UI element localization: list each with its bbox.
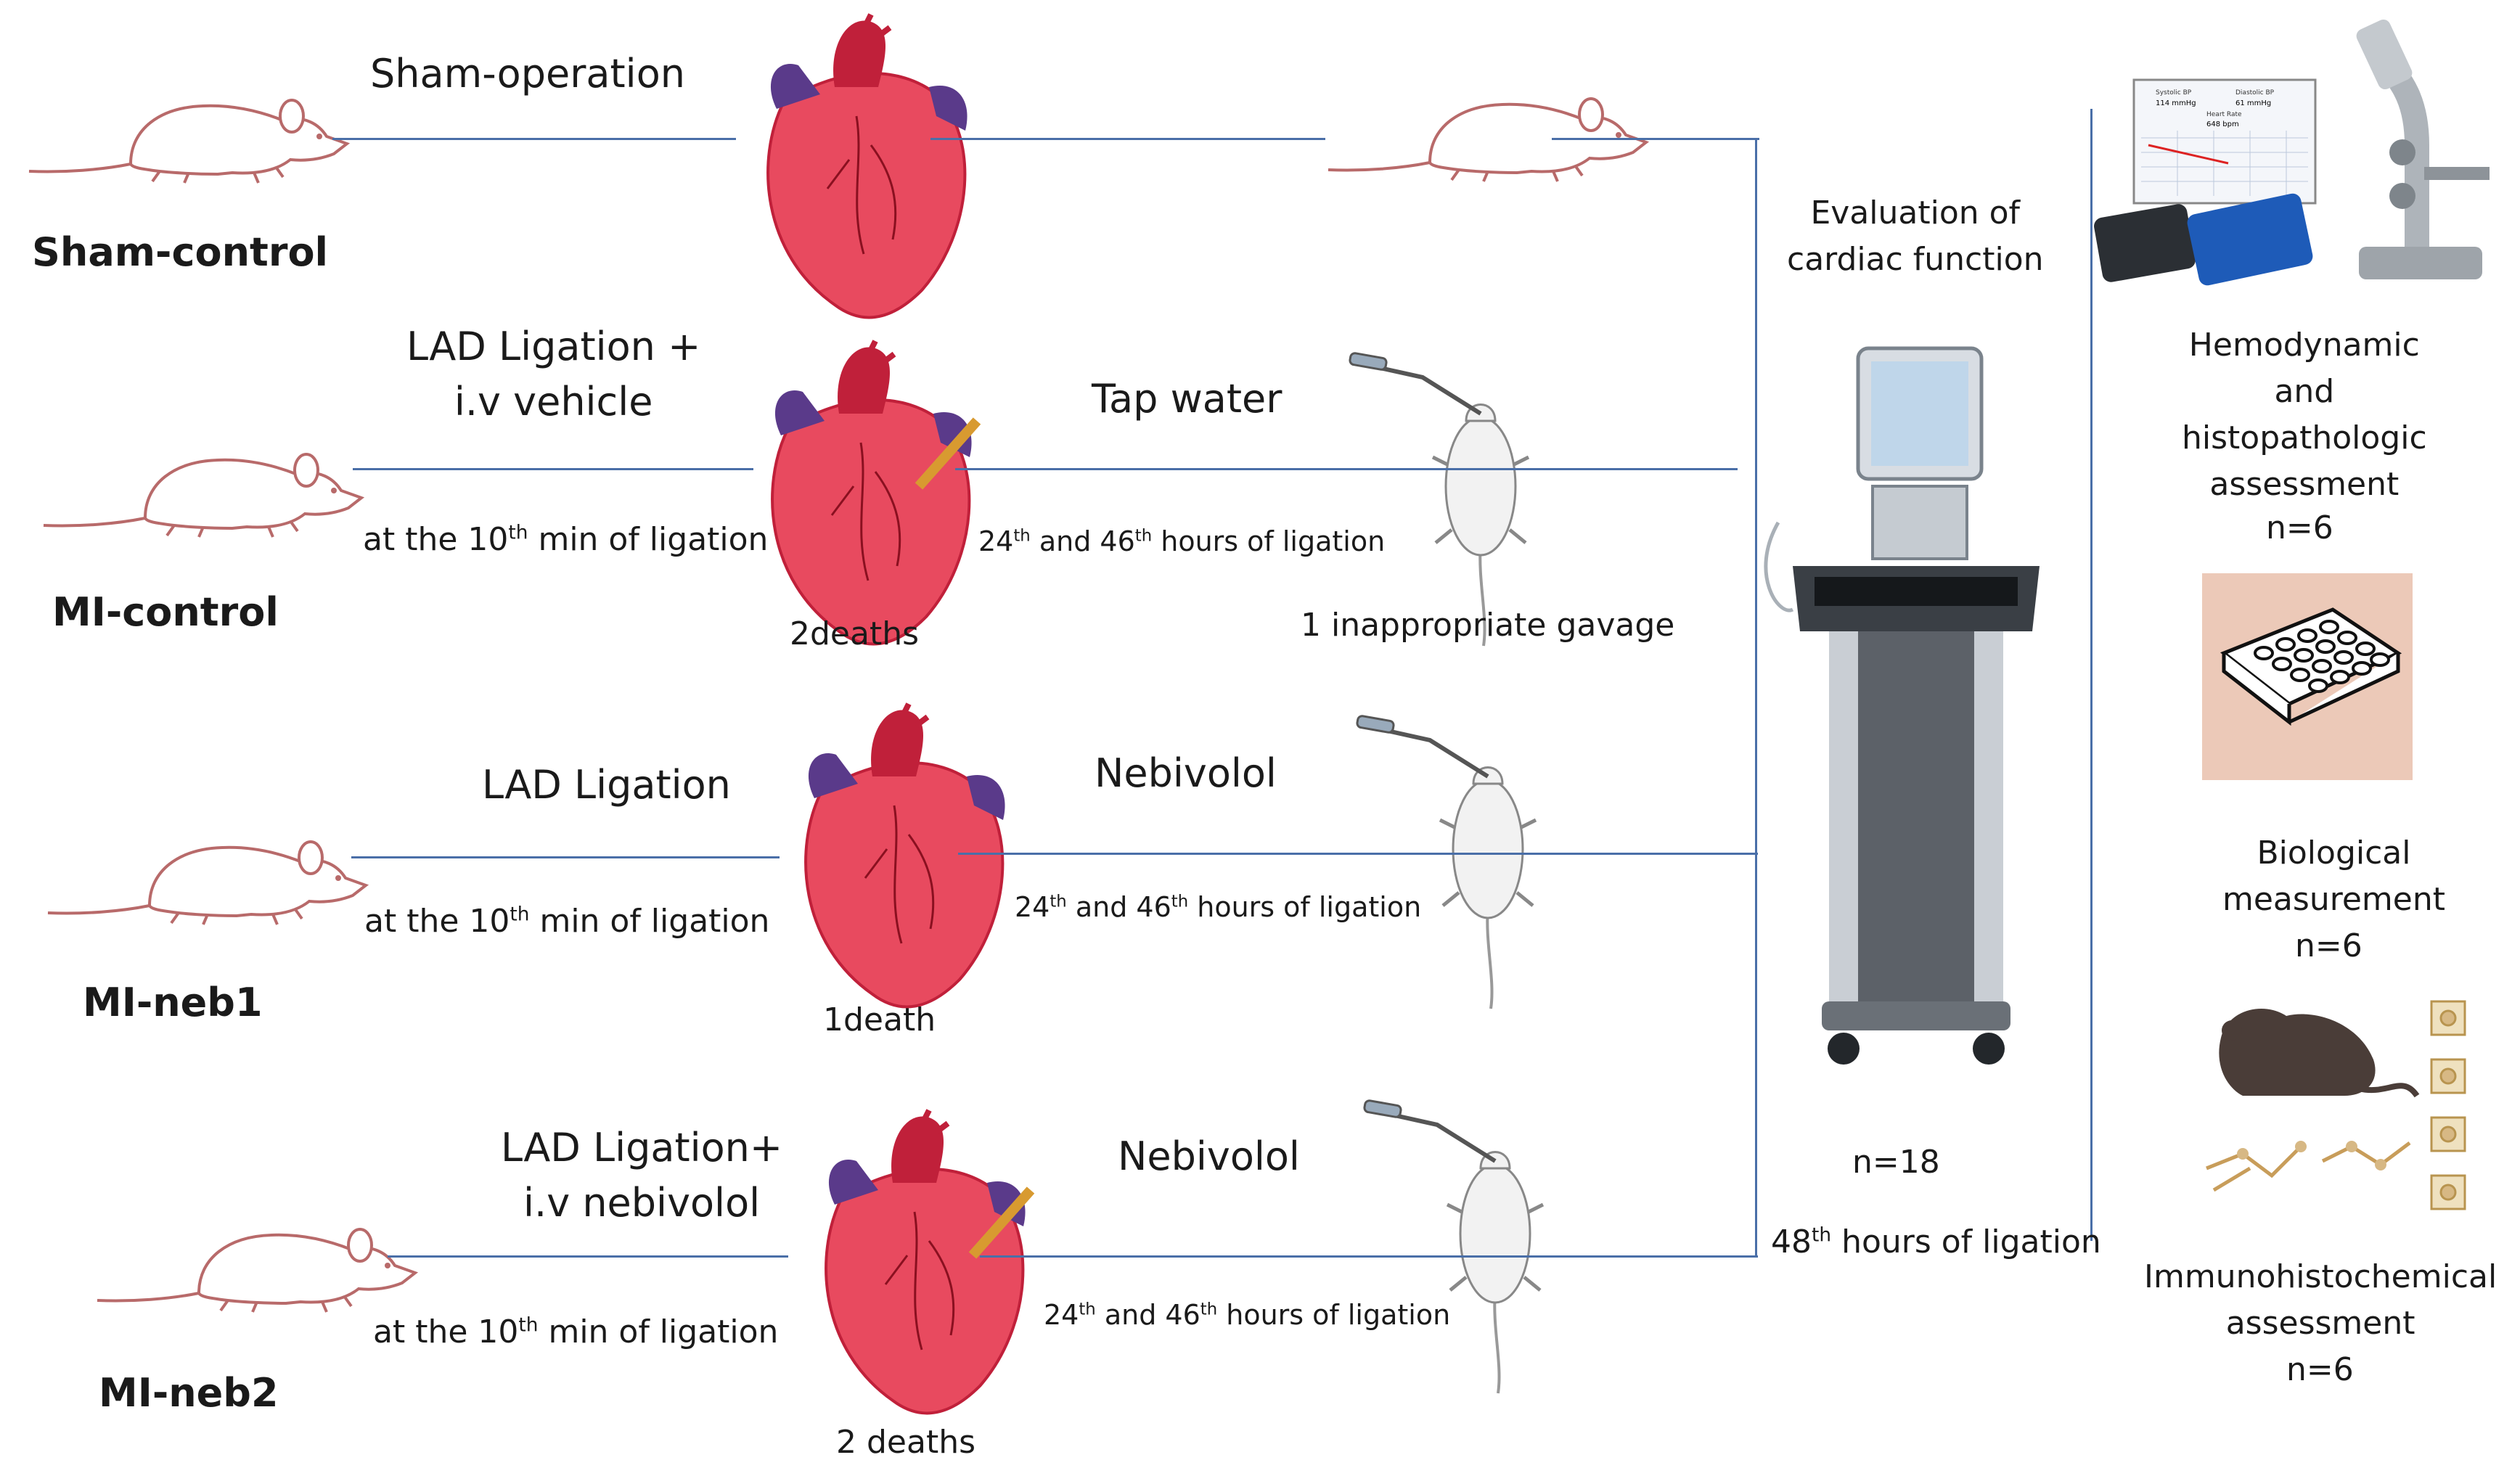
deaths-count: 2deaths [790,615,920,652]
connector-line [332,138,736,140]
timing-label: at the 10th min of ligation [363,521,769,558]
assessment-label-hemodynamic: Hemodynamic and histopathologic assessme… [2182,327,2427,503]
exclusion-note: 1 inappropriate gavage [1301,607,1675,644]
assessment-n-immunohistochemical: n=6 [2286,1351,2354,1388]
collector-line [1755,138,1757,1258]
timing-label: at the 10th min of ligation [364,903,770,940]
deaths-count: 2 deaths [836,1424,976,1461]
gavage-rat-icon [1437,406,1539,581]
systolic-label: Systolic BP [2156,89,2192,97]
heart-injection-icon [813,1110,1035,1422]
rat-icon [46,840,367,926]
procedure-sham-operation: Sham-operation [370,51,685,97]
treatment-timing: 24th and 46th hours of ligation [1044,1299,1451,1331]
assessment-n-hemodynamic: n=6 [2266,509,2333,546]
treatment-timing: 24th and 46th hours of ligation [978,525,1386,557]
connector-line [980,1255,1758,1258]
rat-icon [96,1228,417,1313]
group-label-sham-control: Sham-control [32,229,329,275]
well-plate-icon [2202,573,2413,780]
group-label-mi-neb1: MI-neb1 [83,980,263,1025]
connector-line [353,468,753,470]
treatment-label: Nebivolol [1118,1133,1300,1179]
procedure-lad-ligation-nebivolol: LAD Ligation+ i.v nebivolol [501,1125,783,1226]
treatment-timing: 24th and 46th hours of ligation [1015,891,1422,923]
timing-label: at the 10th min of ligation [373,1313,779,1350]
procedure-lad-ligation: LAD Ligation [482,762,731,808]
gavage-rat-icon [1452,1154,1553,1328]
ultrasound-machine-icon [1764,346,2040,1065]
evaluation-title: Evaluation of cardiac function [1787,194,2044,278]
bp-monitor-icon: Systolic BP Diastolic BP 114 mmHg 61 mmH… [2094,78,2317,286]
rat-cells-icon [2206,1000,2466,1210]
hr-value: 648 bpm [2206,120,2239,128]
connector-line [930,138,1325,140]
assessment-label-biological: Biological measurement [2222,835,2445,918]
procedure-lad-ligation-vehicle: LAD Ligation + i.v vehicle [406,324,701,425]
group-label-mi-control: MI-control [52,589,279,635]
connector-line [1552,138,1759,140]
diastolic-label: Diastolic BP [2235,89,2275,97]
evaluation-n: n=18 [1852,1144,1940,1181]
treatment-label: Nebivolol [1095,750,1277,796]
heart-icon [755,15,994,327]
connector-line [388,1255,788,1258]
group-label-mi-neb2: MI-neb2 [99,1370,279,1416]
connector-line [351,856,780,858]
microscope-icon [2356,19,2490,279]
evaluation-time: 48th hours of ligation [1771,1223,2101,1260]
systolic-value: 114 mmHg [2156,99,2196,107]
gavage-rat-icon [1444,769,1546,943]
rat-icon [28,99,348,184]
diastolic-value: 61 mmHg [2235,99,2271,107]
connector-line [958,853,1758,855]
assessment-n-biological: n=6 [2295,927,2362,964]
treatment-label: Tap water [1092,376,1282,422]
connector-line [955,468,1738,470]
collector-line [2090,109,2092,1241]
rat-icon [1327,97,1648,183]
rat-icon [42,453,363,538]
heart-injection-icon [759,341,981,653]
assessment-label-immunohistochemical: Immunohistochemical assessment [2144,1258,2498,1342]
heart-icon [793,704,1032,1016]
hr-label: Heart Rate [2206,111,2242,118]
deaths-count: 1death [823,1001,936,1038]
